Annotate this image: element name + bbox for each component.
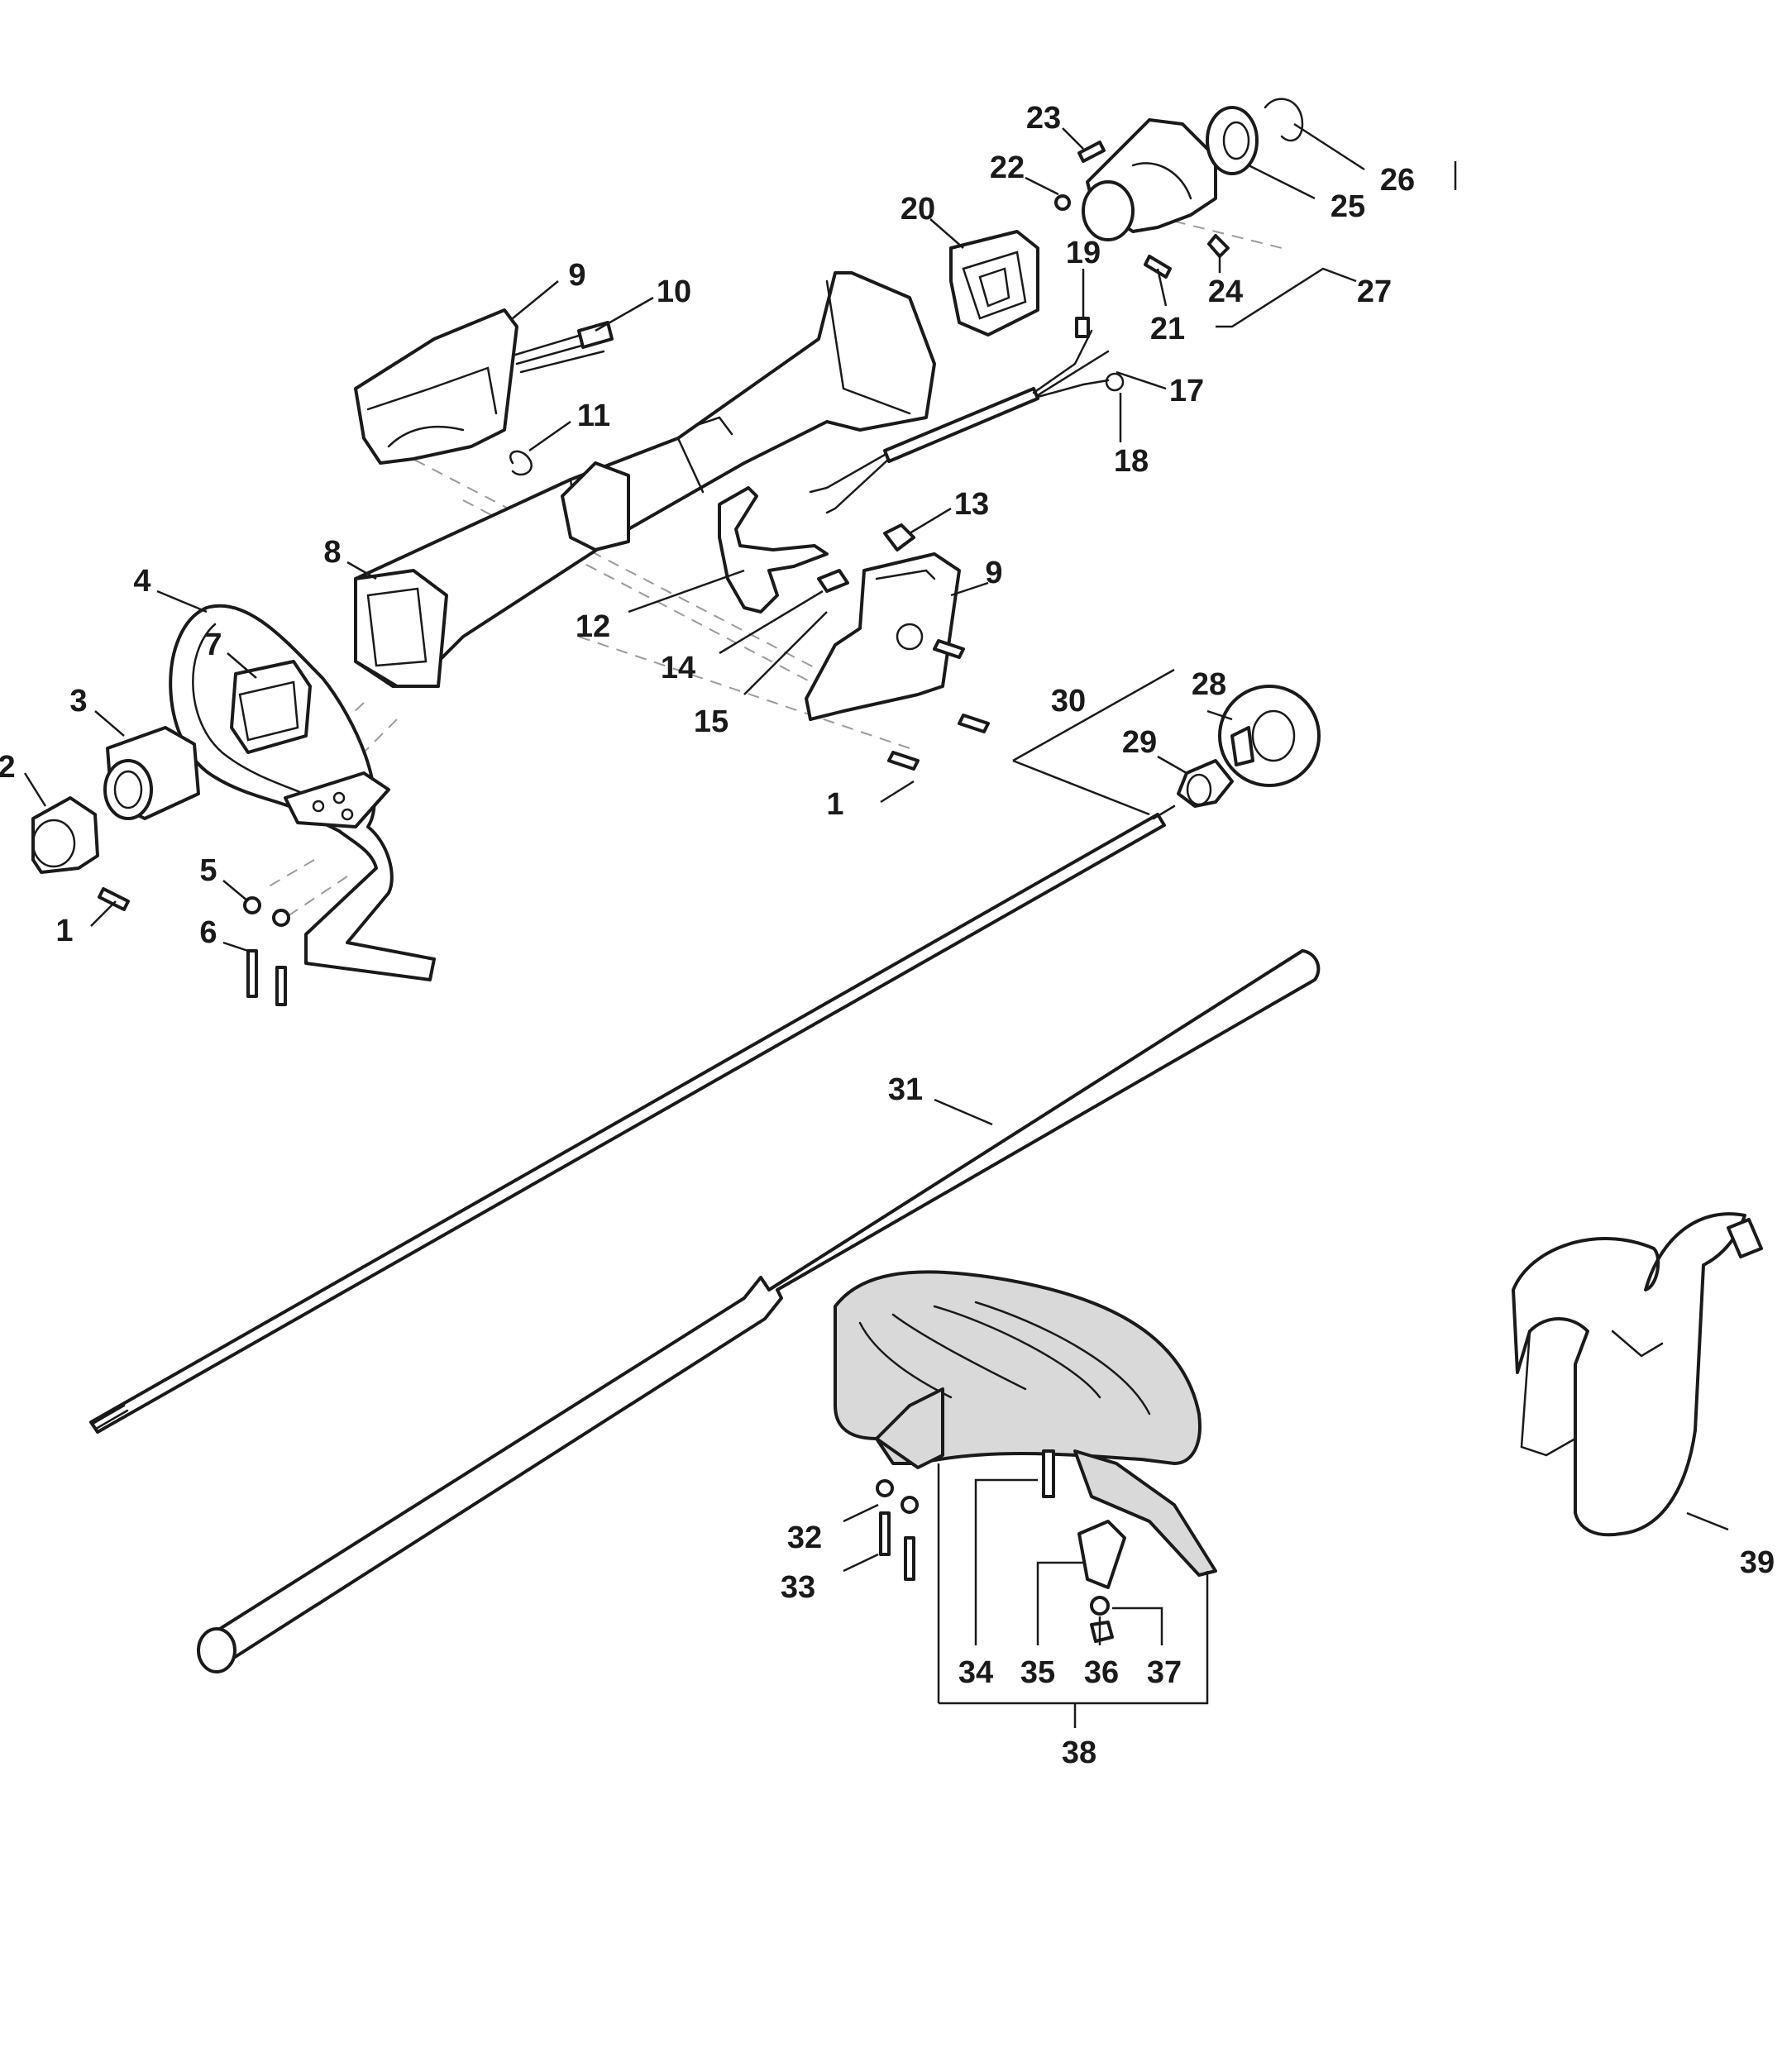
part-screws-gearbox [1054, 141, 1230, 279]
callout-21: 21 [1150, 312, 1185, 346]
part-clutch-drum [1218, 685, 1321, 787]
callout-3: 3 [69, 684, 87, 719]
part-clip [509, 450, 533, 476]
part-main-housing [354, 271, 936, 688]
callout-6: 6 [199, 915, 217, 950]
part-guard-fasteners [876, 1449, 1114, 1643]
callout-9a: 9 [568, 258, 585, 293]
part-throttle-trigger [718, 486, 829, 613]
part-shoulder-harness [1512, 1212, 1763, 1537]
callout-38: 38 [1062, 1735, 1096, 1770]
callout-17: 17 [1169, 374, 1204, 408]
callout-8: 8 [323, 535, 341, 570]
callout-29: 29 [1122, 725, 1157, 760]
callout-19: 19 [1066, 236, 1101, 270]
callout-26: 26 [1380, 163, 1415, 198]
callout-27: 27 [1357, 275, 1392, 309]
part-drive-shaft [89, 804, 1176, 1434]
callout-1: 1 [55, 914, 73, 948]
part-grip [103, 726, 200, 820]
part-block [883, 523, 915, 551]
callout-30: 30 [1051, 684, 1086, 719]
callout-39: 39 [1740, 1545, 1775, 1580]
callout-7: 7 [204, 628, 222, 662]
callout-24: 24 [1208, 275, 1243, 309]
callout-33: 33 [781, 1570, 815, 1605]
part-handle-shell-lower [805, 552, 961, 721]
callout-15: 15 [694, 704, 729, 739]
callout-28: 28 [1192, 667, 1226, 702]
callout-4: 4 [133, 564, 150, 599]
callout-10: 10 [657, 275, 691, 309]
callout-11: 11 [577, 399, 610, 433]
part-circlip [1264, 98, 1304, 142]
part-switch [817, 569, 849, 593]
callout-12: 12 [576, 609, 610, 644]
callout-32: 32 [787, 1521, 822, 1555]
part-handle-insert [230, 660, 312, 754]
callout-20: 20 [901, 192, 935, 227]
part-handle-shell-upper [354, 308, 518, 465]
callout-36: 36 [1084, 1655, 1119, 1690]
part-grip-cap [31, 796, 99, 874]
callout-34: 34 [958, 1655, 993, 1690]
callout-labels: 1 2 3 4 5 6 7 8 9 10 11 12 13 9 14 15 17… [0, 101, 1775, 1770]
callout-31: 31 [888, 1072, 923, 1107]
part-trimmer-guard [834, 1270, 1217, 1589]
callout-14: 14 [661, 651, 695, 685]
leader-lines [23, 122, 1729, 1728]
callout-25: 25 [1331, 189, 1365, 224]
callout-22: 22 [990, 150, 1025, 185]
callout-5: 5 [199, 853, 217, 888]
part-gearbox-housing [1082, 118, 1217, 241]
callout-13: 13 [954, 487, 989, 522]
callout-35: 35 [1020, 1655, 1055, 1690]
callout-23: 23 [1026, 101, 1061, 136]
part-wire-harness [809, 317, 1125, 514]
callout-37: 37 [1147, 1655, 1182, 1690]
part-coupling-nut [1177, 759, 1234, 808]
callout-18: 18 [1114, 444, 1149, 479]
part-screws-handle [98, 639, 990, 1006]
callout-1b: 1 [826, 787, 843, 822]
part-clutch-cover [949, 230, 1039, 337]
part-shaft-tube [197, 949, 1321, 1673]
part-trigger-spring [511, 321, 614, 374]
callout-2: 2 [0, 750, 16, 785]
part-bearing [1206, 106, 1259, 175]
callout-9b: 9 [985, 556, 1002, 590]
